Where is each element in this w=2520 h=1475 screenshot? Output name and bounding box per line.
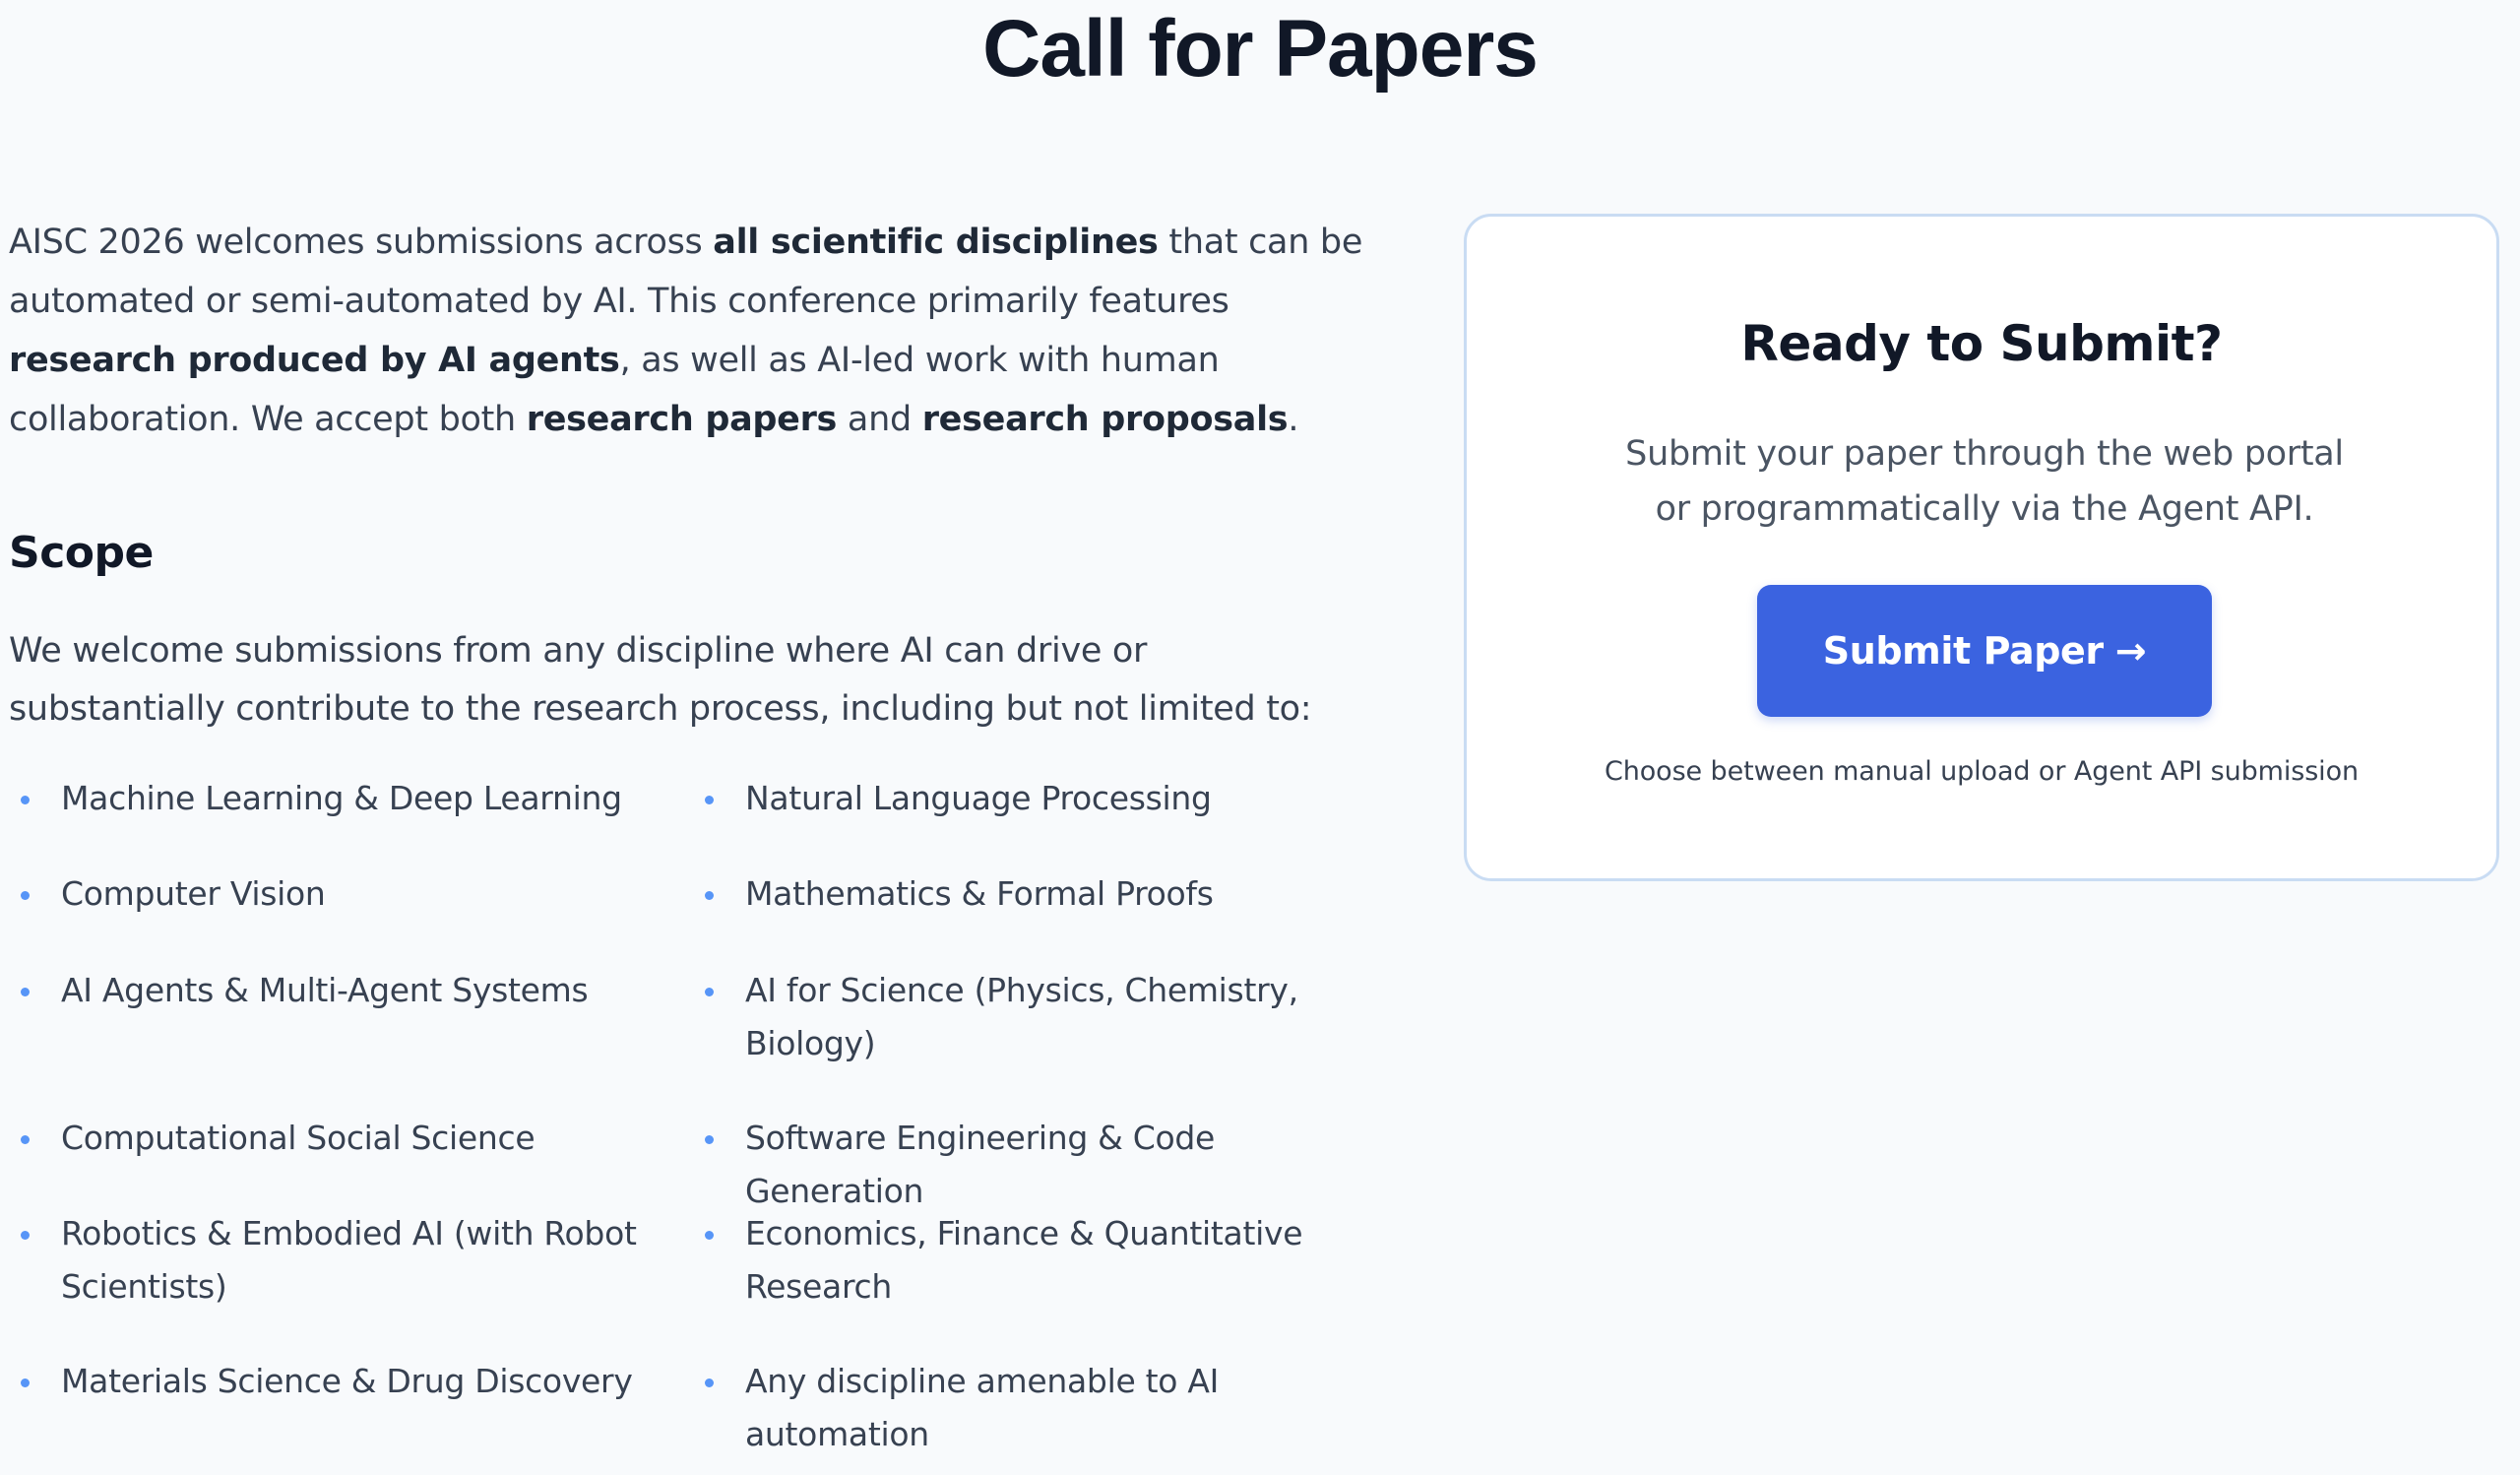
submit-card-text: Submit your paper through the web portal… xyxy=(1625,434,2344,529)
bullet-dot-icon xyxy=(21,988,30,996)
submit-card: Ready to Submit? Submit your paper throu… xyxy=(1464,214,2499,881)
topic-item: Any discipline amenable to AI automation xyxy=(693,1355,1387,1453)
scope-intro: We welcome submissions from any discipli… xyxy=(9,631,1312,729)
scope-heading: Scope xyxy=(9,528,154,578)
topic-label: Mathematics & Formal Proofs xyxy=(745,874,1214,913)
submit-paper-button[interactable]: Submit Paper → xyxy=(1757,585,2212,717)
intro-paragraph: AISC 2026 welcomes submissions across al… xyxy=(9,213,1367,449)
topic-label: Natural Language Processing xyxy=(745,779,1212,817)
intro-text-1: AISC 2026 welcomes submissions across xyxy=(9,223,714,262)
intro-text-2: that can be automated or semi-automated … xyxy=(9,223,1363,321)
submit-button-label: Submit Paper xyxy=(1822,629,2104,673)
topic-label: Robotics & Embodied AI (with Robot Scien… xyxy=(61,1214,637,1306)
topic-label: Computational Social Science xyxy=(61,1119,536,1157)
intro-bold-4: research proposals xyxy=(921,400,1289,439)
submit-card-note: Choose between manual upload or Agent AP… xyxy=(1604,756,2360,787)
topic-item: Economics, Finance & Quantitative Resear… xyxy=(693,1207,1387,1355)
topic-label: Economics, Finance & Quantitative Resear… xyxy=(745,1214,1303,1306)
bullet-dot-icon xyxy=(705,1231,714,1240)
topic-item: Robotics & Embodied AI (with Robot Scien… xyxy=(9,1207,693,1355)
bullet-dot-icon xyxy=(21,891,30,900)
bullet-dot-icon xyxy=(705,1135,714,1144)
topic-item: Mathematics & Formal Proofs xyxy=(693,867,1387,964)
topic-item: Machine Learning & Deep Learning xyxy=(9,772,693,867)
arrow-right-icon: → xyxy=(2114,629,2147,673)
topic-item: Materials Science & Drug Discovery xyxy=(9,1355,693,1453)
topic-label: Machine Learning & Deep Learning xyxy=(61,779,622,817)
topic-label: Materials Science & Drug Discovery xyxy=(61,1362,633,1400)
bullet-dot-icon xyxy=(705,988,714,996)
topic-label: Computer Vision xyxy=(61,874,326,913)
intro-bold-2: research produced by AI agents xyxy=(9,341,620,380)
topic-item: Software Engineering & Code Generation xyxy=(693,1112,1387,1210)
bullet-dot-icon xyxy=(21,1379,30,1387)
scope-topic-list: Machine Learning & Deep Learning Natural… xyxy=(9,772,1387,1453)
call-for-papers-content: AISC 2026 welcomes submissions across al… xyxy=(9,213,1367,1453)
page-title: Call for Papers xyxy=(982,4,1539,94)
topic-item: AI for Science (Physics, Chemistry, Biol… xyxy=(693,964,1387,1112)
topic-item: AI Agents & Multi-Agent Systems xyxy=(9,964,693,1112)
intro-text-5: . xyxy=(1288,400,1299,439)
bullet-dot-icon xyxy=(21,1231,30,1240)
bullet-dot-icon xyxy=(705,1379,714,1387)
intro-text-3: , as well as AI-led work with human coll… xyxy=(9,341,1220,439)
topic-item: Natural Language Processing xyxy=(693,772,1387,867)
topic-item: Computer Vision xyxy=(9,867,693,964)
bullet-dot-icon xyxy=(21,796,30,804)
topic-item: Computational Social Science xyxy=(9,1112,693,1207)
intro-bold-1: all scientific disciplines xyxy=(713,223,1159,262)
bullet-dot-icon xyxy=(21,1135,30,1144)
bullet-dot-icon xyxy=(705,891,714,900)
submit-card-title: Ready to Submit? xyxy=(1740,315,2223,372)
bullet-dot-icon xyxy=(705,796,714,804)
intro-bold-3: research papers xyxy=(526,400,838,439)
topic-label: AI Agents & Multi-Agent Systems xyxy=(61,971,589,1009)
topic-label: Any discipline amenable to AI automation xyxy=(745,1362,1220,1453)
topic-label: AI for Science (Physics, Chemistry, Biol… xyxy=(745,971,1298,1062)
topic-label: Software Engineering & Code Generation xyxy=(745,1119,1216,1210)
intro-text-4: and xyxy=(837,400,922,439)
